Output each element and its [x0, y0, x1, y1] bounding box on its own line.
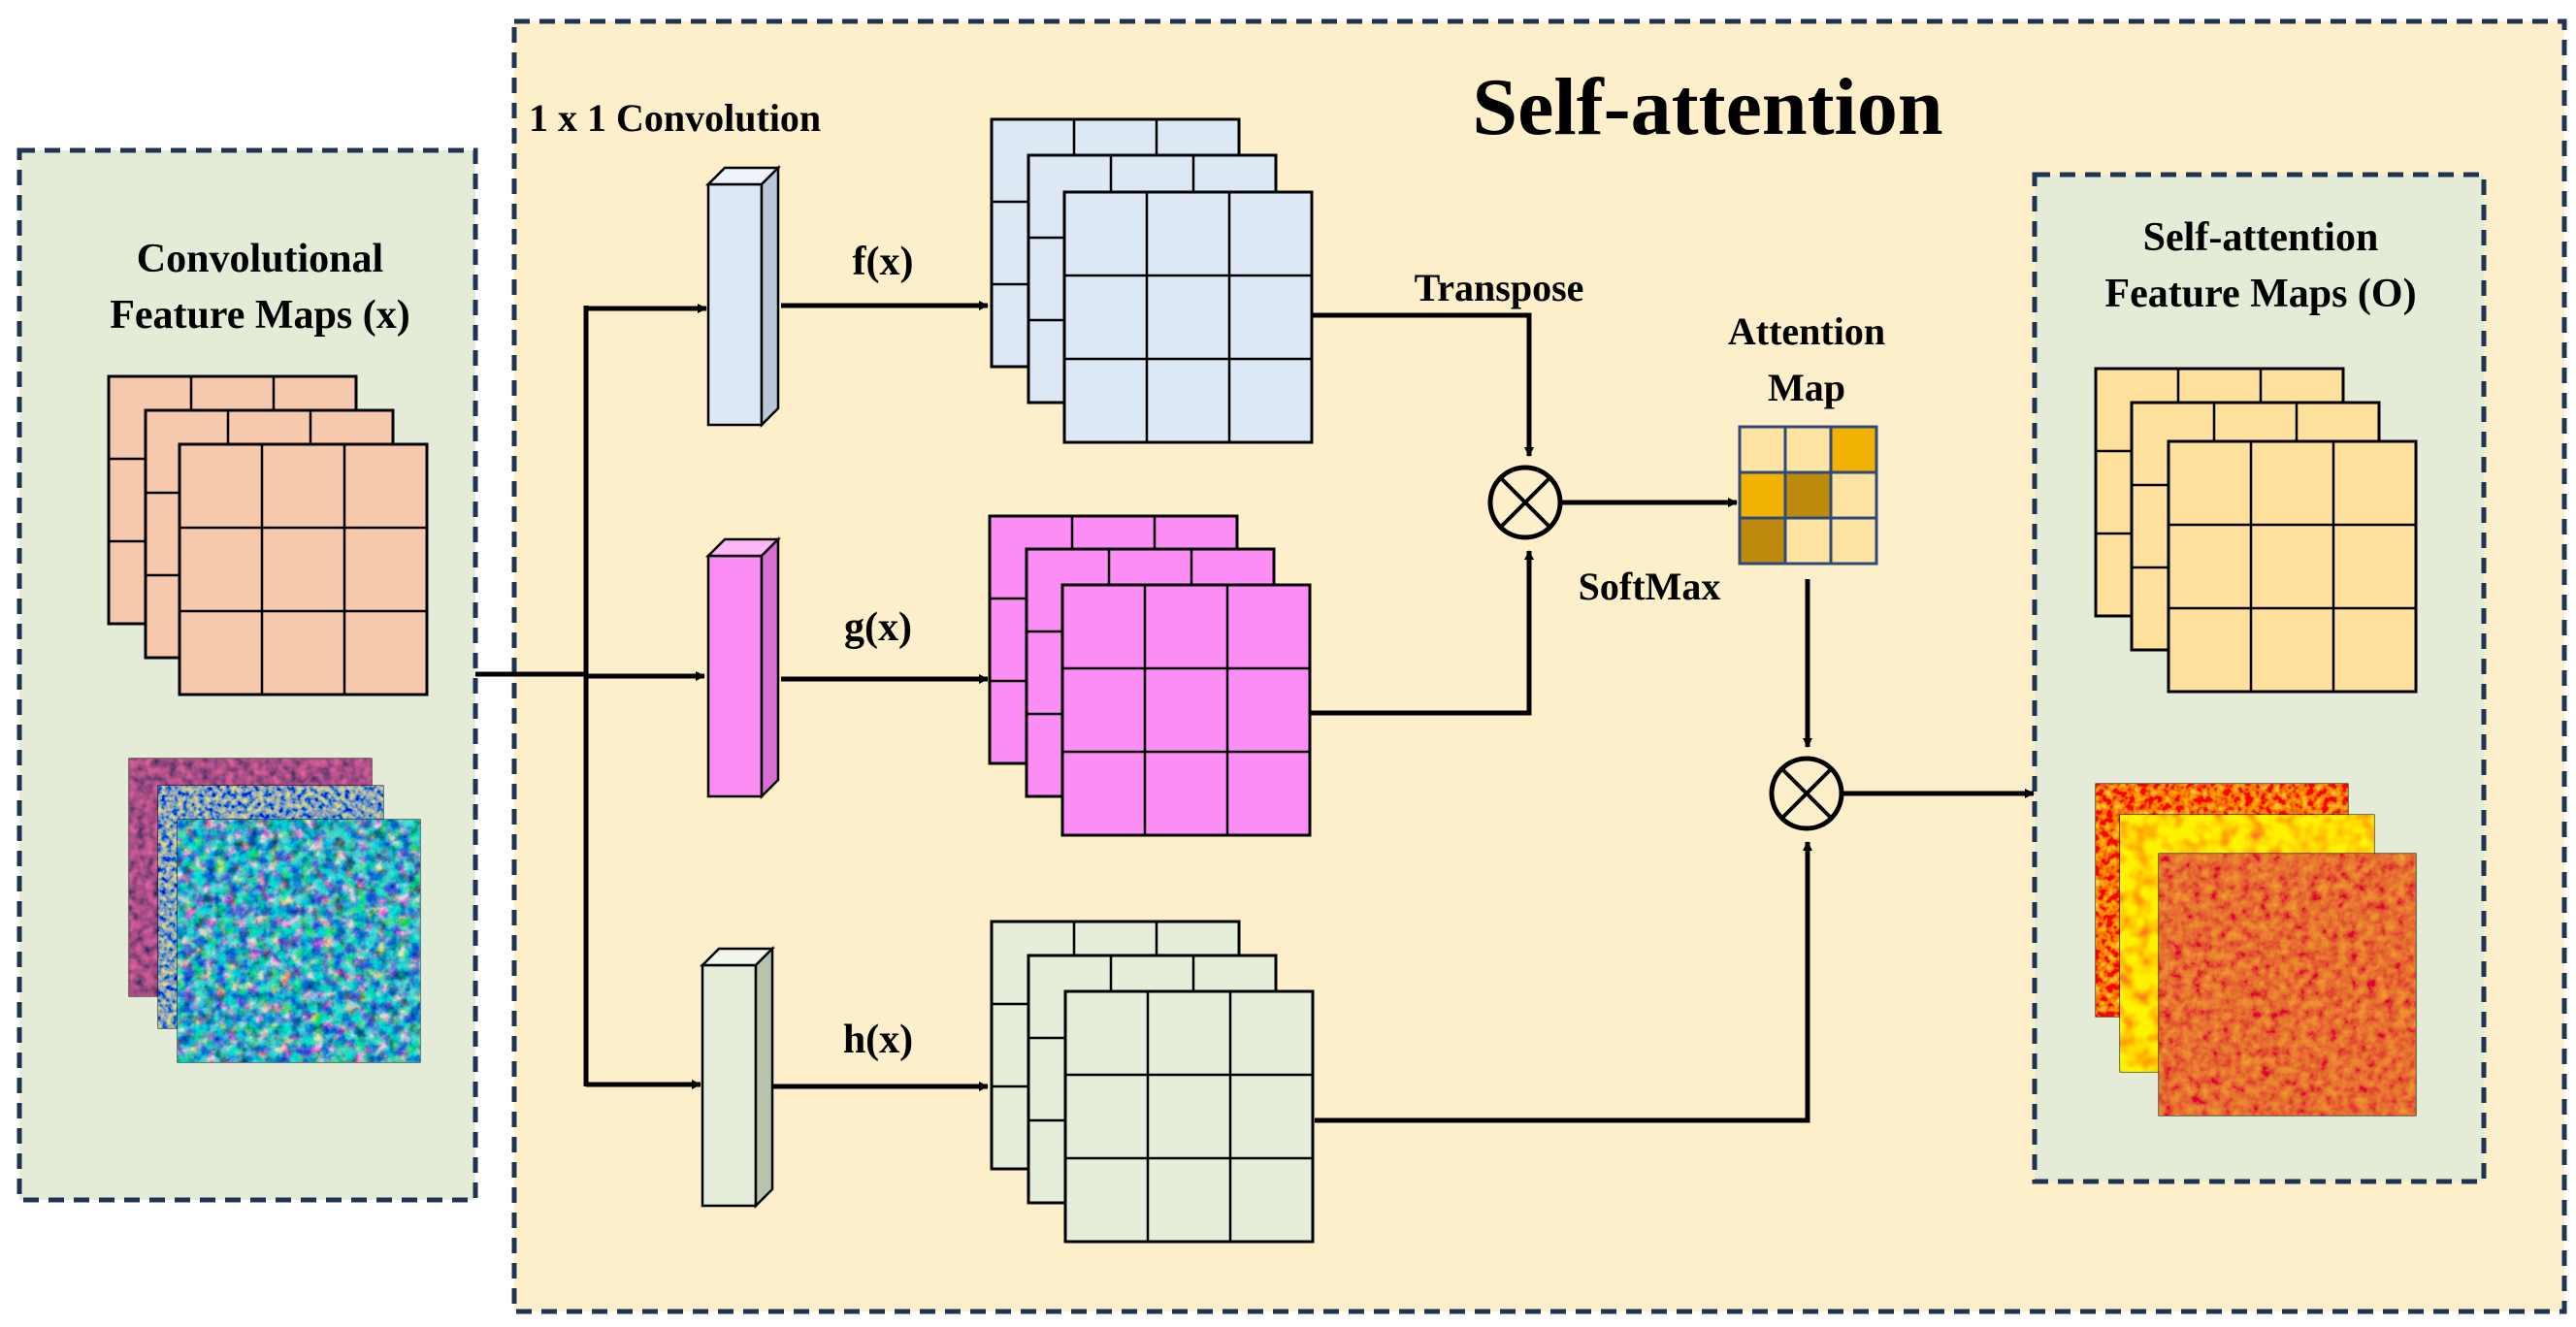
conv-block-f — [704, 164, 782, 429]
transpose-path — [1312, 312, 1534, 457]
g-to-multiply-path — [1310, 550, 1534, 716]
conv-block-g — [704, 535, 782, 800]
attention-cell-2-1 — [1783, 516, 1833, 566]
h-map-layer-3 — [1063, 989, 1315, 1244]
f-map-layer-3 — [1062, 190, 1314, 444]
conv-f-side — [760, 164, 780, 429]
conv-block-h — [699, 945, 776, 1210]
attention-map-label-line2: Map — [1768, 366, 1845, 409]
h-label: h(x) — [843, 1018, 913, 1062]
conv-label: 1 x 1 Convolution — [529, 96, 821, 140]
attention-cell-1-2 — [1829, 470, 1878, 520]
connections — [475, 301, 2035, 1123]
attention-cell-1-0 — [1738, 470, 1787, 520]
g-map-layer-3 — [1060, 583, 1312, 837]
conv-f-front — [706, 182, 764, 427]
input-feature-stack — [107, 374, 429, 696]
input-map-layer-3 — [178, 442, 429, 696]
h-to-multiply-path — [1315, 841, 1812, 1123]
g-label: g(x) — [844, 605, 912, 650]
input-heatmap-3-texture — [178, 820, 420, 1062]
h-feature-stack — [990, 920, 1315, 1244]
input-heatmap-stack — [128, 758, 421, 1063]
f-feature-stack — [990, 117, 1314, 444]
conv-h-side — [754, 945, 774, 1210]
conv-g-side — [760, 535, 780, 800]
output-heatmap-3-texture — [2159, 854, 2416, 1116]
input-title-line1: Convolutional — [137, 237, 383, 281]
attention-cell-0-0 — [1738, 425, 1787, 474]
multiply-node-1 — [1487, 465, 1563, 540]
g-feature-stack — [988, 514, 1312, 837]
output-title-line2: Feature Maps (O) — [2104, 272, 2416, 316]
attention-cell-0-1 — [1783, 425, 1833, 474]
output-feature-stack — [2094, 367, 2418, 694]
attention-map-label-line1: Attention — [1728, 309, 1885, 353]
multiply-node-2 — [1769, 756, 1844, 831]
input-title-line2: Feature Maps (x) — [110, 293, 409, 338]
softmax-label: SoftMax — [1579, 565, 1721, 608]
transpose-label: Transpose — [1415, 266, 1584, 309]
attention-map-grid — [1738, 425, 1878, 566]
attention-cell-2-2 — [1829, 516, 1878, 566]
f-label: f(x) — [853, 240, 914, 284]
attention-cell-0-2 — [1829, 425, 1878, 474]
attention-cell-1-1 — [1783, 470, 1833, 520]
diagram-title: Self-attention — [1472, 62, 1942, 152]
attention-cell-2-0 — [1738, 516, 1787, 566]
conv-h-front — [701, 963, 758, 1208]
conv-g-front — [706, 554, 764, 798]
output-map-layer-3 — [2167, 439, 2418, 694]
output-title-line1: Self-attention — [2143, 215, 2379, 260]
output-heatmap-stack — [2095, 783, 2417, 1117]
